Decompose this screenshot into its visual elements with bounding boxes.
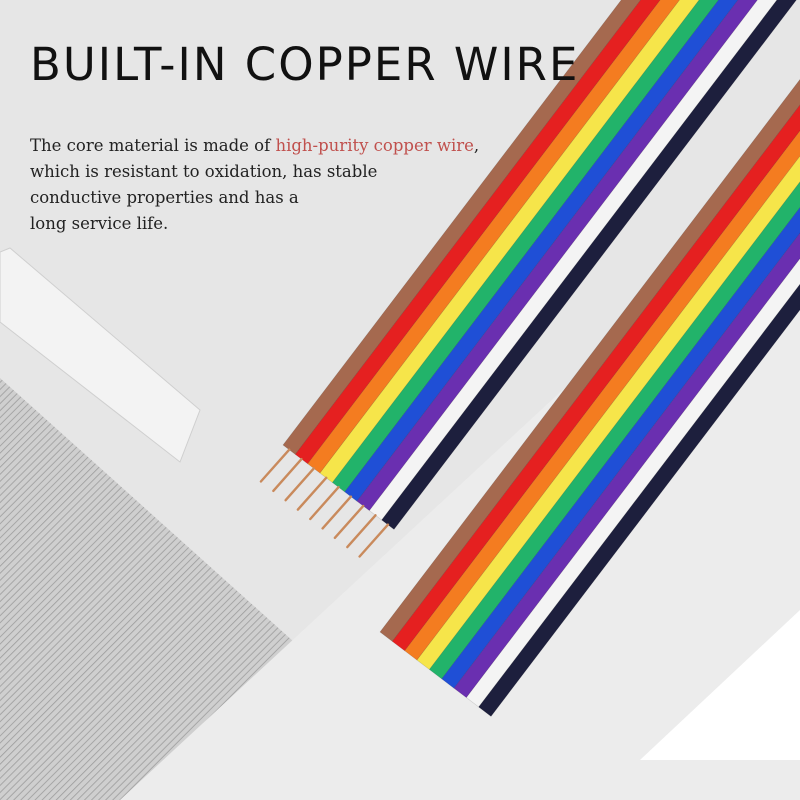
ribbon-cable-upper bbox=[282, 0, 797, 530]
copper-strand-7 bbox=[333, 504, 365, 539]
lower-cable-wire-1 bbox=[379, 78, 800, 642]
description-line3: conductive properties and has a bbox=[30, 188, 299, 207]
upper-cable-wire-4 bbox=[319, 0, 700, 483]
upper-cable-wire-1 bbox=[282, 0, 642, 455]
upper-cable-wire-5 bbox=[331, 0, 719, 493]
copper-strand-6 bbox=[321, 495, 353, 530]
description-line4: long service life. bbox=[30, 214, 169, 233]
description-highlight: high-purity copper wire bbox=[275, 136, 474, 155]
description-text: The core material is made of high-purity… bbox=[30, 133, 510, 237]
lower-cable-wire-8 bbox=[465, 258, 800, 708]
upper-cable-wire-6 bbox=[344, 0, 739, 502]
upper-cable-wire-7 bbox=[356, 0, 758, 512]
copper-strand-8 bbox=[346, 514, 377, 549]
white-panel bbox=[640, 610, 800, 760]
lower-cable-wire-5 bbox=[428, 181, 800, 680]
upper-cable-wire-8 bbox=[368, 0, 778, 521]
copper-strand-2 bbox=[272, 457, 303, 493]
lower-cable-wire-4 bbox=[416, 155, 800, 670]
lower-cable-wire-9 bbox=[478, 283, 800, 717]
lower-cable-wire-6 bbox=[441, 206, 800, 689]
copper-strand-1 bbox=[259, 448, 291, 483]
page-title: BUILT-IN COPPER WIRE bbox=[30, 38, 580, 91]
lower-cable-wire-2 bbox=[391, 104, 800, 652]
description-prefix: The core material is made of bbox=[30, 136, 276, 155]
upper-cable-wire-9 bbox=[381, 0, 797, 530]
description-line2: which is resistant to oxidation, has sta… bbox=[30, 162, 378, 181]
lower-cable-wire-7 bbox=[453, 232, 800, 699]
copper-strand-4 bbox=[296, 476, 328, 511]
description-line1-end: , bbox=[473, 136, 480, 155]
copper-strand-9 bbox=[358, 523, 390, 558]
copper-strand-3 bbox=[284, 467, 315, 502]
ribbon-cable-lower bbox=[379, 78, 800, 717]
upper-cable-wire-3 bbox=[307, 0, 680, 474]
white-strip bbox=[0, 247, 201, 463]
copper-strand-5 bbox=[309, 486, 340, 521]
copper-wire-ends bbox=[259, 448, 390, 558]
upper-cable-wire-2 bbox=[294, 0, 661, 465]
lower-cable-wire-3 bbox=[404, 130, 800, 661]
